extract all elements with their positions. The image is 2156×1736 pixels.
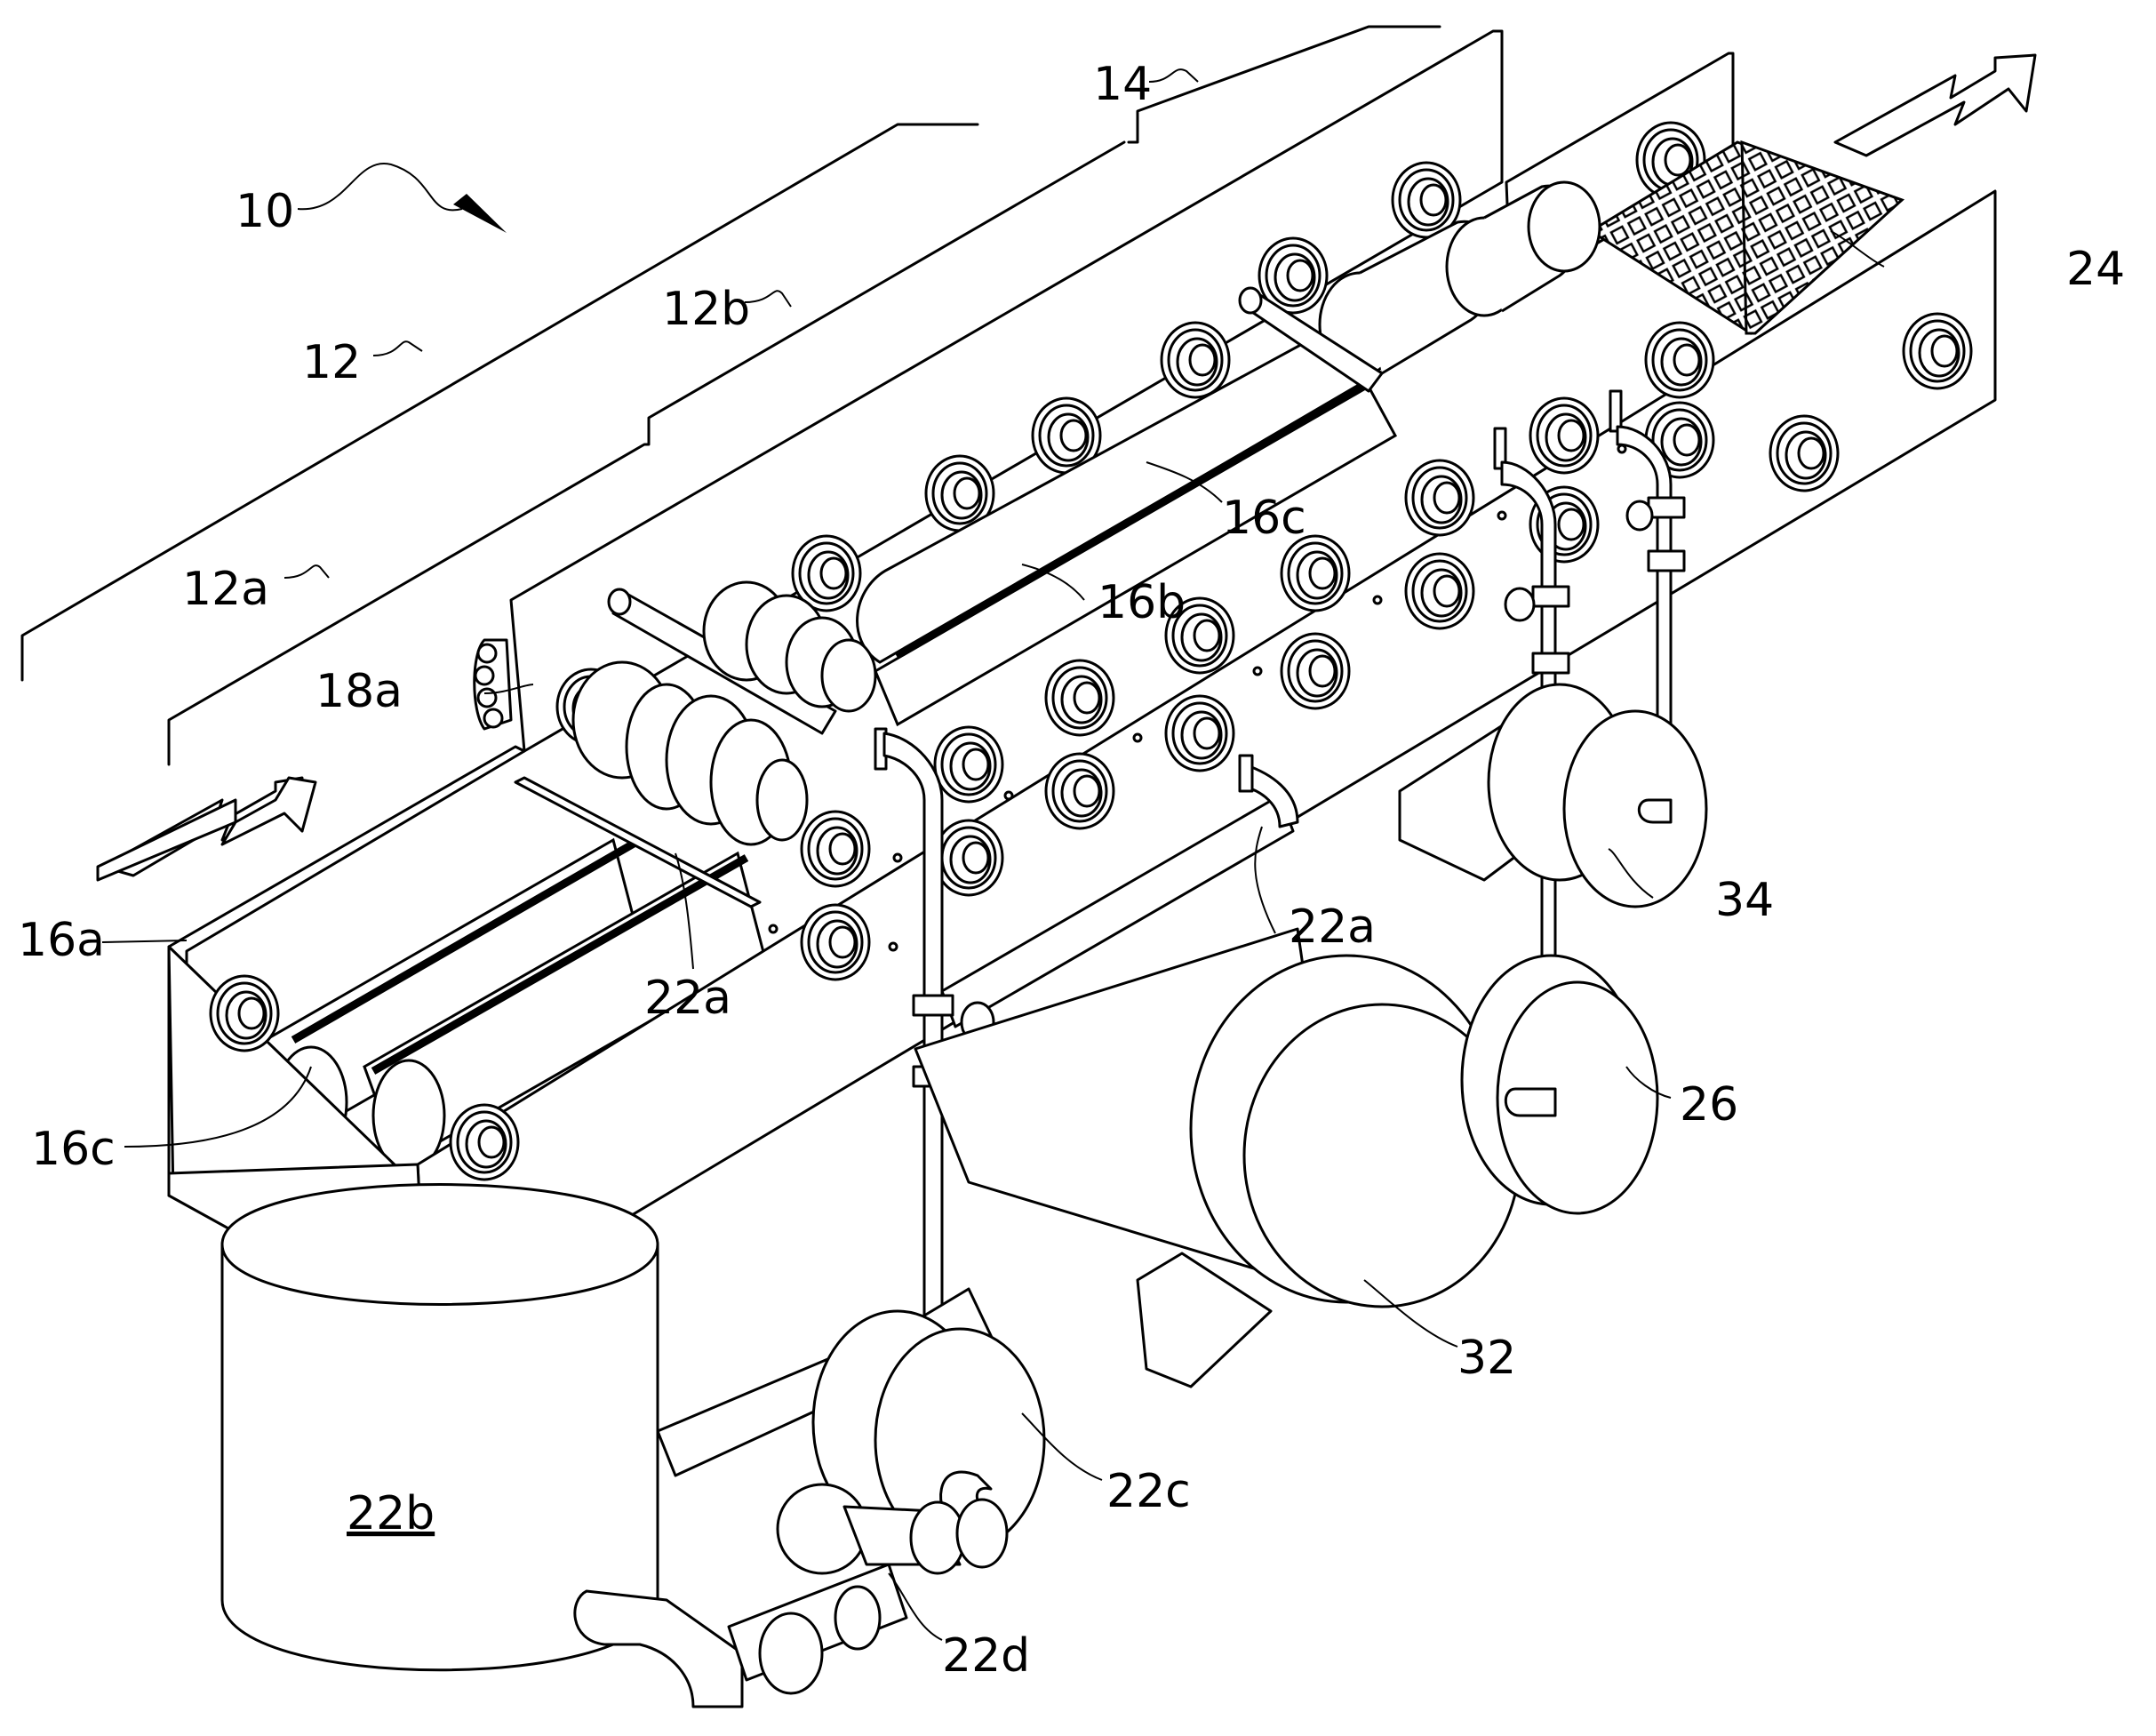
label-22d: 22d [942, 1629, 1030, 1683]
inlet-arrow [98, 778, 315, 880]
label-16c-lower: 16c [31, 1123, 116, 1176]
label-16c-upper: 16c [1222, 492, 1306, 545]
label-32: 32 [1457, 1332, 1516, 1385]
pump-34 [1489, 684, 1706, 907]
label-34: 34 [1715, 874, 1774, 927]
label-14: 14 [1093, 58, 1152, 111]
label-26: 26 [1680, 1078, 1738, 1132]
label-22a-lower: 22a [644, 972, 731, 1025]
label-12: 12 [302, 336, 361, 389]
label-22a-upper: 22a [1289, 900, 1376, 954]
label-16a: 16a [18, 914, 105, 967]
label-10: 10 [236, 185, 294, 238]
label-22c: 22c [1106, 1465, 1191, 1518]
outlet-arrow [1835, 55, 2035, 156]
label-24: 24 [2066, 243, 2125, 296]
label-16b: 16b [1098, 576, 1186, 629]
label-12b: 12b [662, 283, 750, 336]
label-18a: 18a [315, 665, 403, 718]
label-12a: 12a [182, 563, 269, 616]
label-22b: 22b [347, 1487, 435, 1540]
